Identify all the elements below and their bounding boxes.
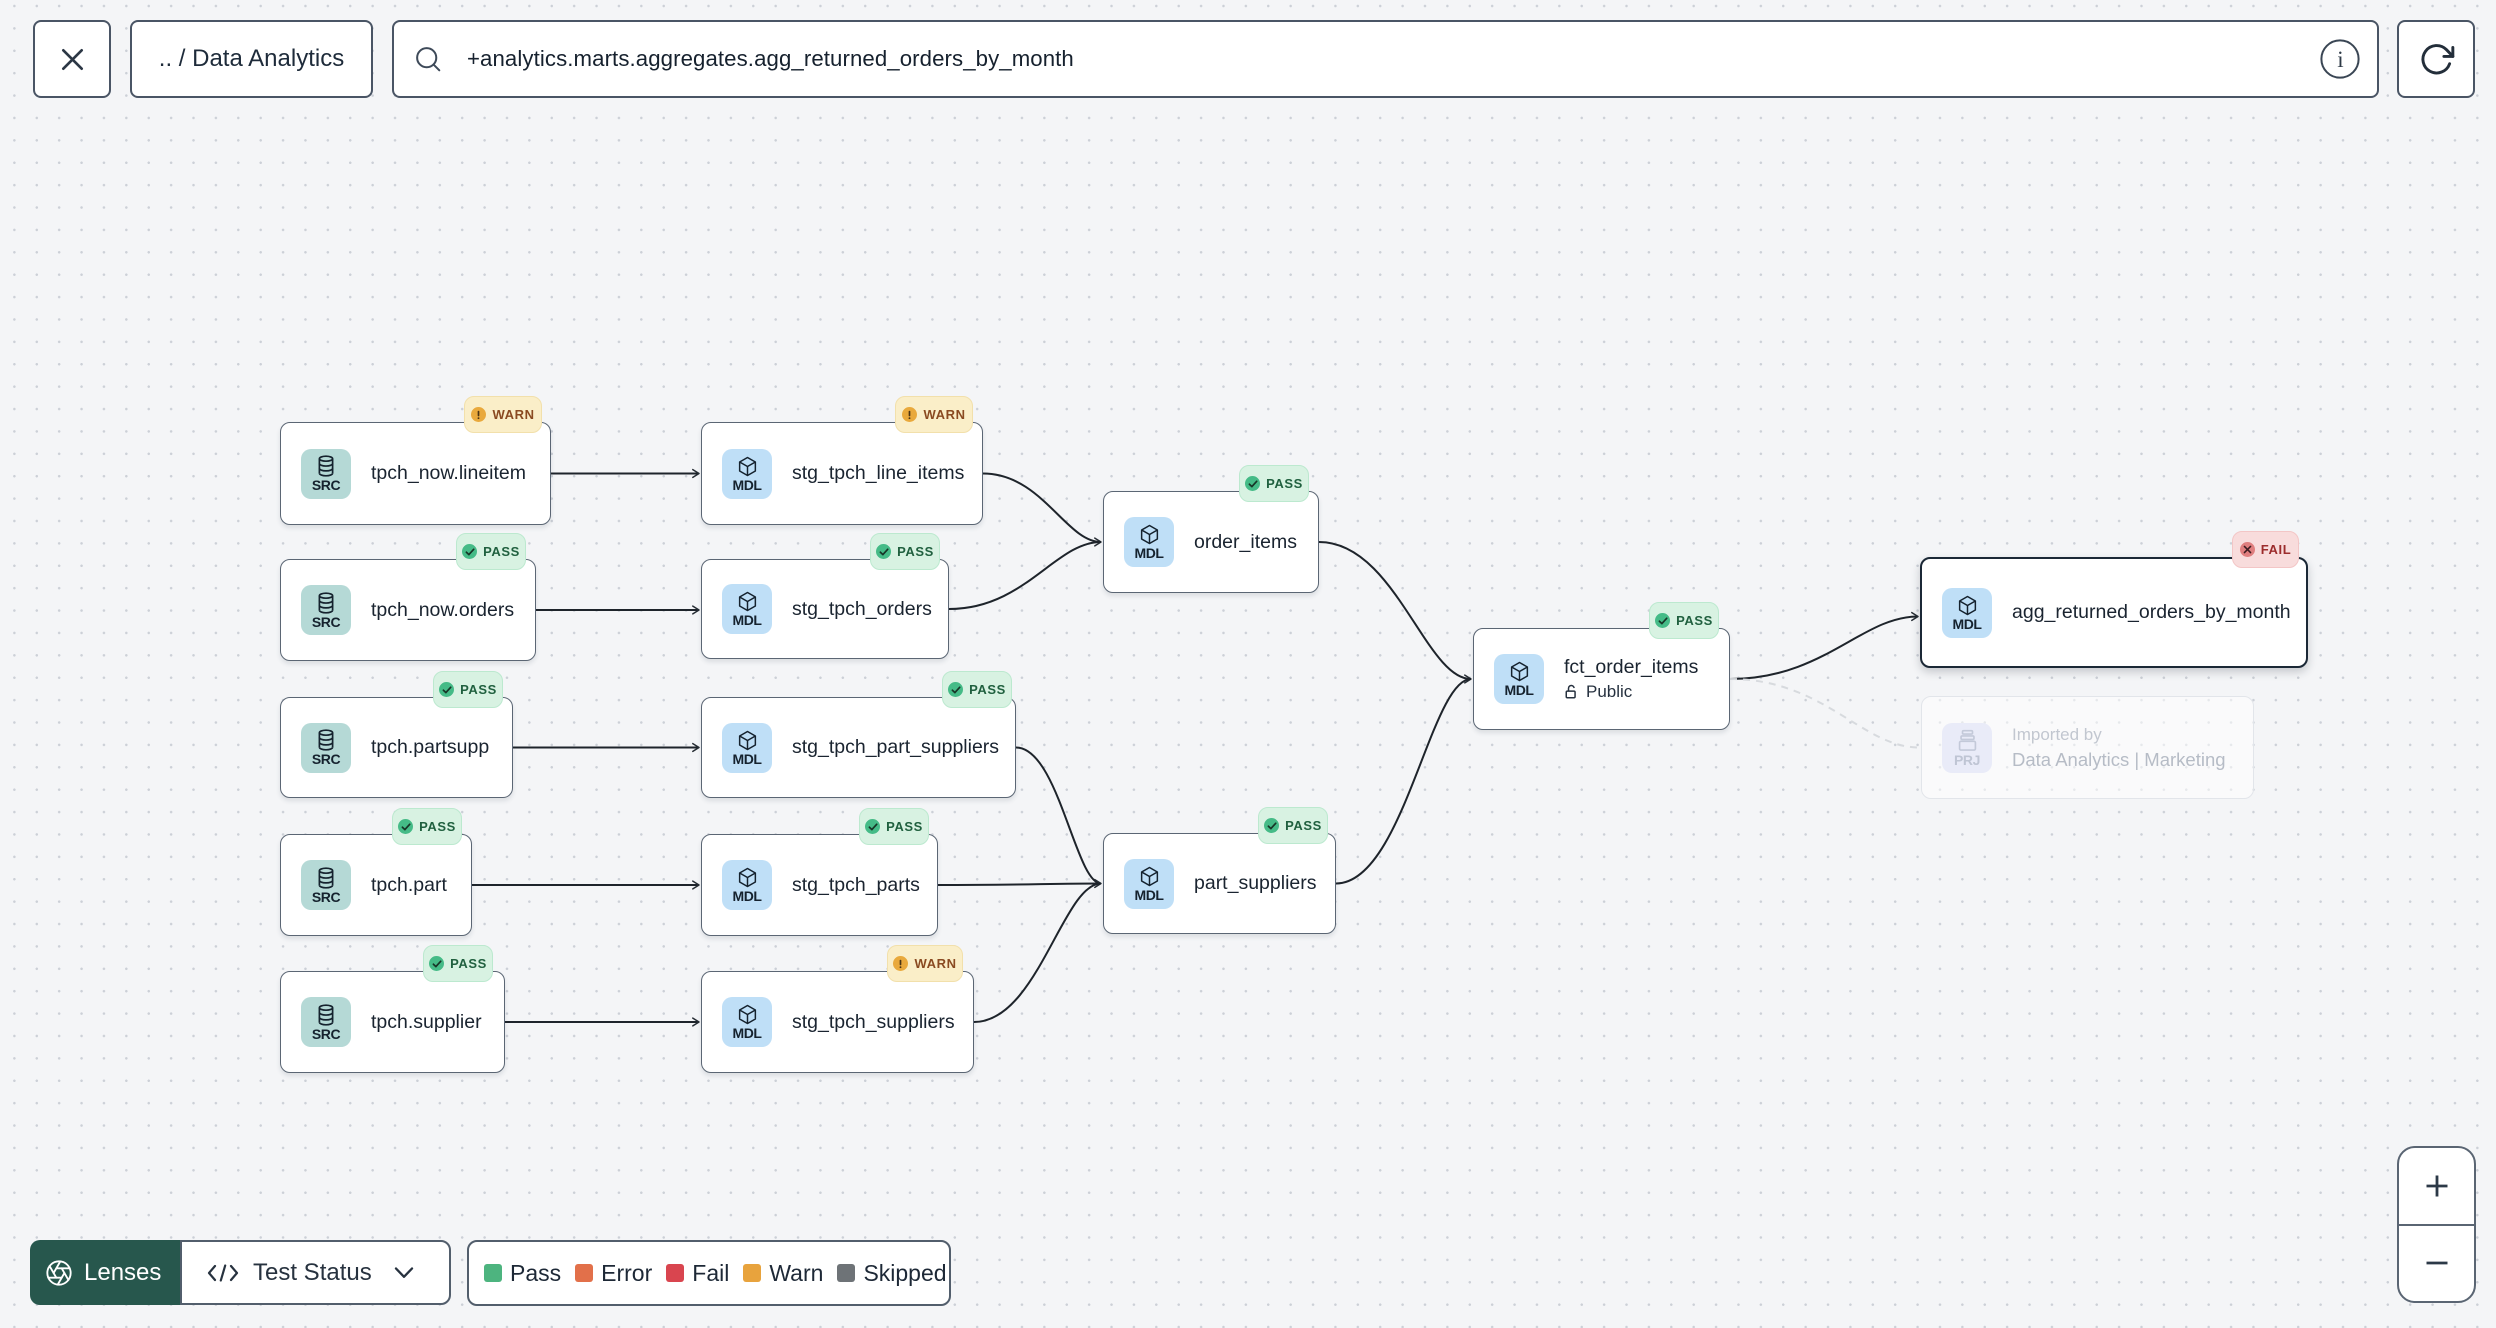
svg-text:i: i [2337, 47, 2343, 72]
